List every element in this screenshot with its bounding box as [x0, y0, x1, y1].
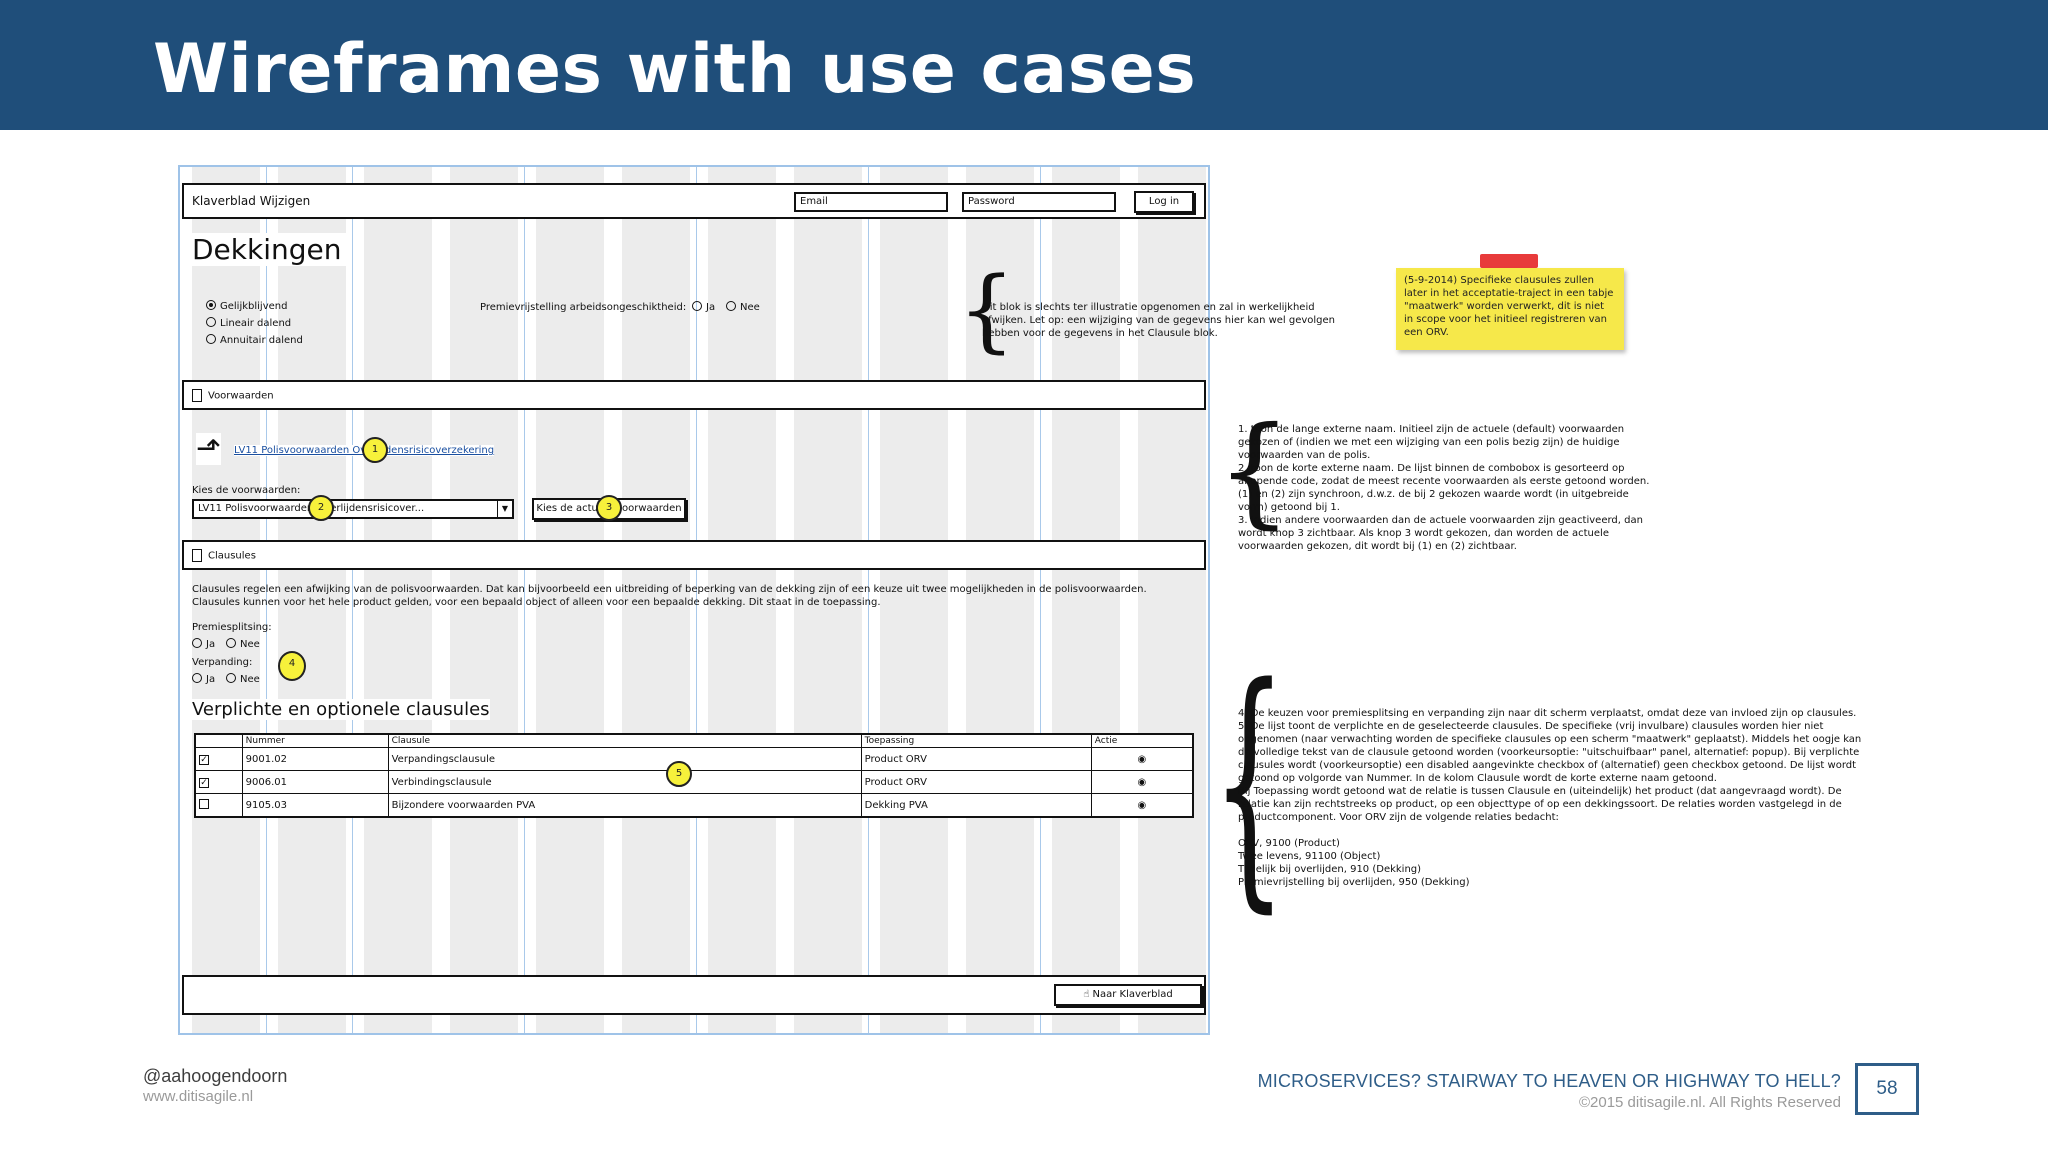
- verpanding-label: Verpanding:: [192, 657, 253, 668]
- wireframe-mockup: Klaverblad Wijzigen Email Password Log i…: [178, 165, 1210, 1035]
- chevron-down-icon[interactable]: ▼: [497, 501, 512, 517]
- login-button[interactable]: Log in: [1134, 191, 1194, 213]
- voorwaarden-section-bar: Voorwaarden: [182, 380, 1206, 410]
- clausules-section-bar: Clausules: [182, 540, 1206, 570]
- page-number: 58: [1855, 1063, 1919, 1115]
- premium-no-radio[interactable]: Nee: [726, 301, 760, 313]
- premium-question: Premievrijstelling arbeidsongeschiktheid…: [480, 302, 687, 313]
- cell-nummer: 9105.03: [241, 793, 389, 818]
- verpanding-yes-radio[interactable]: Ja: [192, 673, 215, 685]
- brace-icon: {: [958, 258, 1016, 363]
- clausules-table: Nummer Clausule Toepassing Actie ✓ 9001.…: [194, 733, 1194, 818]
- author-site: www.ditisagile.nl: [143, 1088, 254, 1105]
- premium-yes-radio[interactable]: Ja: [692, 301, 715, 313]
- cell-nummer: 9006.01: [241, 770, 389, 794]
- verpanding-no-radio[interactable]: Nee: [226, 673, 260, 685]
- row-checkbox[interactable]: ✓: [199, 777, 209, 788]
- table-row: ✓ 9001.02 Verpandingsclausule Product OR…: [194, 747, 1194, 771]
- footer-left: @aahoogendoorn www.ditisagile.nl: [143, 1066, 287, 1105]
- voorwaarden-combobox[interactable]: LV11 Polisvoorwaarden Overlijdensrisicov…: [192, 499, 514, 519]
- table-row: ✓ 9006.01 Verbindingsclausule Product OR…: [194, 770, 1194, 794]
- eye-icon[interactable]: ◉: [1137, 753, 1147, 765]
- premiesplitsing-label: Premiesplitsing:: [192, 622, 272, 633]
- document-icon: [192, 549, 202, 562]
- eye-icon[interactable]: ◉: [1137, 799, 1147, 811]
- voorwaarden-title: Voorwaarden: [208, 390, 274, 402]
- sticky-tape: [1480, 254, 1538, 268]
- premiesplitsing-no-radio[interactable]: Nee: [226, 638, 260, 650]
- note-1-3: 1. toon de lange externe naam. Initieel …: [1238, 424, 1650, 552]
- table-row: 9105.03 Bijzondere voorwaarden PVA Dekki…: [194, 793, 1194, 818]
- clausules-title: Clausules: [208, 550, 256, 562]
- marker-2: 2: [308, 495, 334, 521]
- pdf-icon: ⬏: [196, 431, 222, 466]
- cell-toepassing: Dekking PVA: [860, 793, 1092, 818]
- col-header-actie: Actie: [1090, 733, 1194, 748]
- slide-title: Wireframes with use cases: [153, 30, 1197, 109]
- table-title: Verplichte en optionele clausules: [192, 699, 490, 720]
- marker-5: 5: [666, 761, 692, 787]
- cell-toepassing: Product ORV: [860, 747, 1092, 771]
- email-field[interactable]: Email: [794, 192, 948, 212]
- radio-lineair-dalend[interactable]: Lineair dalend: [206, 317, 291, 329]
- cell-nummer: 9001.02: [241, 747, 389, 771]
- cell-clausule: Verbindingsclausule: [387, 770, 862, 794]
- cell-clausule: Verpandingsclausule: [387, 747, 862, 771]
- choose-label: Kies de voorwaarden:: [192, 485, 301, 496]
- author-handle: @aahoogendoorn: [143, 1066, 288, 1086]
- password-field[interactable]: Password: [962, 192, 1116, 212]
- premiesplitsing-yes-radio[interactable]: Ja: [192, 638, 215, 650]
- col-header-clausule: Clausule: [387, 733, 862, 748]
- app-title: Klaverblad Wijzigen: [192, 194, 311, 208]
- cell-clausule: Bijzondere voorwaarden PVA: [387, 793, 862, 818]
- marker-3: 3: [596, 495, 622, 521]
- col-header-nummer: Nummer: [241, 733, 389, 748]
- sticky-note: (5-9-2014) Specifieke clausules zullen l…: [1396, 268, 1624, 350]
- cell-toepassing: Product ORV: [860, 770, 1092, 794]
- talk-title: MICROSERVICES? STAIRWAY TO HEAVEN OR HIG…: [1257, 1071, 1841, 1091]
- row-checkbox[interactable]: ✓: [199, 754, 209, 765]
- wireframe-topbar: Klaverblad Wijzigen Email Password Log i…: [182, 183, 1206, 219]
- radio-annuitair-dalend[interactable]: Annuitair dalend: [206, 334, 303, 346]
- eye-icon[interactable]: ◉: [1137, 776, 1147, 788]
- thumbs-up-icon: ☝: [1083, 989, 1090, 1000]
- note-4-5: 4. De keuzen voor premiesplitsing en ver…: [1238, 708, 1862, 888]
- illustration-note: Dit blok is slechts ter illustratie opge…: [982, 302, 1336, 339]
- clausules-description: Clausules regelen een afwijking van de p…: [192, 584, 1147, 608]
- slide-header: Wireframes with use cases: [0, 0, 2048, 130]
- footer-right: MICROSERVICES? STAIRWAY TO HEAVEN OR HIG…: [1258, 1071, 1841, 1111]
- marker-1: 1: [362, 437, 388, 463]
- marker-4: 4: [278, 651, 306, 681]
- copyright: ©2015 ditisagile.nl. All Rights Reserved: [1578, 1094, 1841, 1111]
- back-to-klaverblad-button[interactable]: ☝ Naar Klaverblad: [1054, 984, 1202, 1006]
- radio-gelijkblijvend[interactable]: Gelijkblijvend: [206, 300, 287, 312]
- col-header-toepassing: Toepassing: [860, 733, 1092, 748]
- brace-icon: {: [1212, 633, 1287, 935]
- document-icon: [192, 389, 202, 402]
- row-checkbox[interactable]: [199, 798, 209, 809]
- brace-icon: {: [1216, 402, 1293, 541]
- page-heading: Dekkingen: [192, 233, 346, 266]
- wireframe-bottombar: ☝ Naar Klaverblad: [182, 975, 1206, 1015]
